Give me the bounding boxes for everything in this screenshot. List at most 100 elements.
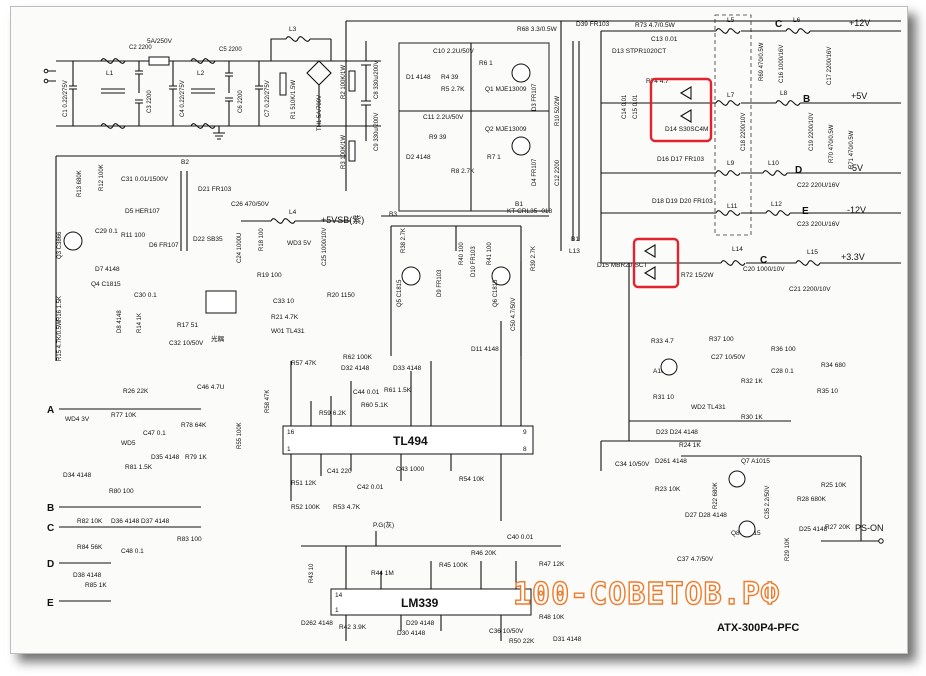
lm339-block: P.G(灰) LM339 14 1 R43 10 R44 1M R45 100K… [301, 520, 582, 645]
r33-label: R33 4.7 [651, 338, 674, 345]
r15-label: R15 4.7K/0.5W [57, 320, 63, 361]
c29-label: C29 0.1 [95, 228, 118, 235]
r6-label: R6 1 [479, 60, 493, 67]
d39-label: D39 FR103 [576, 21, 610, 28]
opto-label: 光耦 [211, 334, 225, 343]
c26-label: C26 470/50V [231, 201, 270, 208]
r53-label: R53 4.7K [333, 504, 361, 511]
r7-label: R7 1 [487, 154, 501, 161]
node-e: E [47, 598, 54, 609]
c14-label: C14 0.01 [622, 94, 628, 119]
d29-label: D29 4148 [406, 620, 435, 627]
regulation-section: R33 4.7 R37 100 R36 100 R34 680 R35 10 C… [628, 263, 846, 441]
c20-label: C20 1000/10V [743, 266, 785, 273]
c46-label: C46 4.7U [197, 384, 225, 391]
rail-p12: +12V [849, 18, 870, 28]
pg-label: P.G(灰) [373, 520, 394, 529]
c1-label: C1 0.22/275V [63, 80, 69, 117]
svg-text:C: C [775, 19, 782, 30]
d38-label: D38 4148 [73, 572, 102, 579]
r27-label: R27 20K [825, 524, 851, 531]
watermark-text: 100-СОВЕТОВ.РФ [513, 577, 780, 612]
half-bridge: C10 2.2U/50V D1 4148 R4 39 R5 2.7K R6 1 … [381, 21, 562, 251]
r12-label: R12 100K [99, 164, 105, 191]
r47-label: R47 12K [539, 561, 565, 568]
r36-label: R36 100 [771, 346, 796, 353]
l9-label: L9 [727, 160, 735, 167]
rail-n5: -5V [849, 163, 863, 173]
r34-label: R34 680 [821, 362, 846, 369]
d9-label: D9 FR103 [437, 269, 443, 297]
b3-label: B3 [389, 211, 397, 218]
r71-label: R71 470/0.5W [849, 130, 855, 169]
d11-label: D11 4148 [471, 346, 499, 353]
fuse-label: 5A/250V [147, 38, 173, 45]
l2-label: L2 [197, 70, 205, 77]
r37-label: R37 100 [709, 336, 734, 343]
node-d: D [47, 559, 54, 570]
c9-label: C9 330u/200V [374, 113, 380, 151]
l13-label: L13 [569, 248, 580, 255]
c10-label: C10 2.2U/50V [433, 48, 474, 55]
l14-label: L14 [732, 246, 743, 253]
c31-label: C31 0.01/1500V [121, 176, 169, 183]
r78-label: R78 64K [181, 422, 207, 429]
svg-text:14: 14 [335, 592, 343, 599]
svg-text:8: 8 [523, 446, 527, 453]
c32-label: C32 10/50V [169, 340, 204, 347]
d7-label: D7 4148 [95, 266, 120, 273]
r23-label: R23 10K [655, 486, 681, 493]
c21-label: C21 2200/10V [789, 286, 831, 293]
r52-label: R52 100K [291, 504, 321, 511]
l8-label: L8 [780, 90, 788, 97]
c48-label: C48 0.1 [121, 548, 144, 555]
r2-label: R2 100K/1W [341, 65, 347, 99]
q5-label: Q5 C1815 [397, 279, 403, 307]
r29-label: R29 10K [785, 538, 791, 561]
c50-label: C50 4.7/50V [511, 298, 517, 331]
r42-label: R42 3.9K [339, 624, 367, 631]
b2-label: B2 [181, 159, 189, 166]
d15-label: D15 MBR20-SCT [597, 262, 648, 269]
d36-label: D36 4148 [111, 518, 140, 525]
fuse-symbol [148, 56, 170, 66]
r26-label: R26 22K [123, 388, 149, 395]
r20-label: R20 1150 [327, 292, 355, 299]
r1-label: R1 510K/1.5W [291, 80, 297, 119]
c4-label: C4 0.22/275V [180, 80, 186, 117]
tl494-block: TL494 16 9 1 8 R57 47K R62 100K D32 4148… [197, 261, 534, 521]
d33-label: D33 4148 [393, 365, 422, 372]
model-label: ATX-300P4-PFC [717, 622, 799, 634]
l4-label: L4 [289, 209, 297, 216]
r11-label: R11 100 [121, 232, 145, 239]
r9-label: R9 39 [429, 134, 447, 141]
d31-label: D31 4148 [553, 636, 582, 643]
r38-label: R38 2.7K [401, 228, 407, 253]
d8-label: D8 4148 [117, 310, 123, 333]
r21-label: R21 4.7K [271, 314, 299, 321]
node-b: B [47, 503, 54, 514]
c24-label: C24 1000U [237, 233, 243, 263]
c7-label: C7 0.22/275V [265, 80, 271, 117]
c22-label: C22 220U/16V [797, 182, 840, 189]
r82-label: R82 10K [77, 518, 103, 525]
q4-label: Q4 C1815 [91, 281, 121, 288]
q3-label: Q3 C3866 [57, 231, 63, 259]
d25-label: D25 4148 [799, 526, 828, 533]
r73-label: R73 4.7/0.5W [635, 22, 676, 29]
inductor-group-box [714, 14, 752, 236]
driver-stage: Q5 C1815 Q6 C1815 D9 FR103 D10 FR103 R38… [390, 225, 537, 356]
r57-label: R57 47K [291, 360, 317, 367]
r68-label: R68 3.3/0.5W [517, 26, 558, 33]
r44-label: R44 1M [371, 570, 394, 577]
d35-label: D35 4148 [151, 454, 180, 461]
wd2-label: WD2 TL431 [691, 404, 726, 411]
d16-label: D16 D17 FR103 [657, 156, 704, 163]
node-b-out: B [803, 94, 810, 105]
c33-label: C33 10 [273, 298, 294, 305]
d30-label: D30 4148 [397, 630, 426, 637]
l11-label: L11 [727, 203, 738, 210]
wd5-label: WD5 [121, 440, 136, 447]
l1-label: L1 [106, 70, 114, 77]
node-d-out: D [795, 165, 802, 176]
